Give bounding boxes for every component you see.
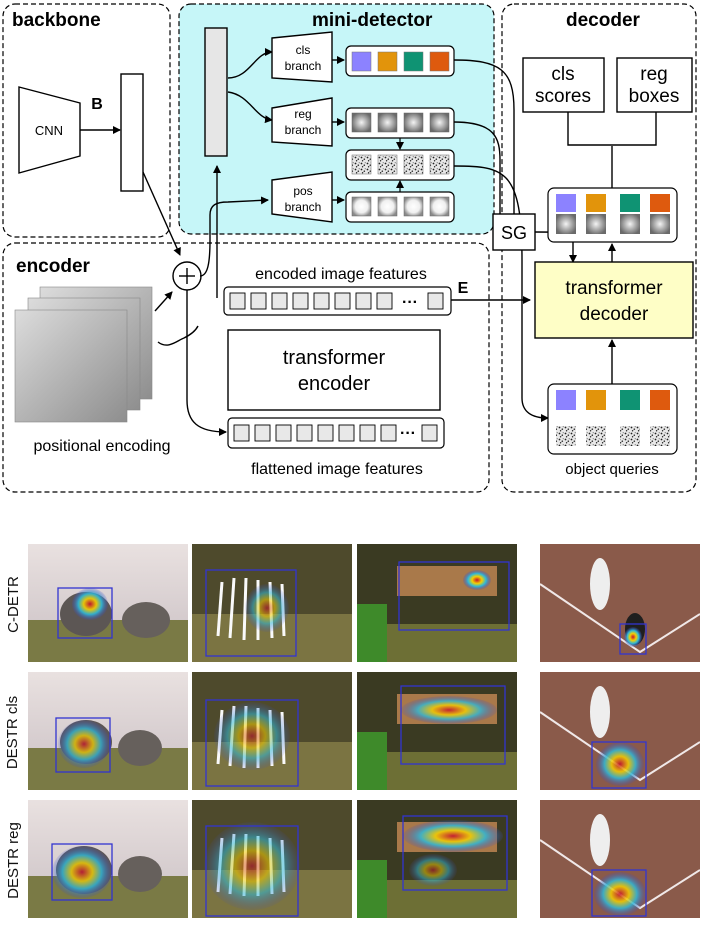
cls-token-4: [429, 51, 450, 72]
cls-output-box: [345, 45, 455, 77]
cls-token-3: [403, 51, 424, 72]
pos-output-box: [345, 191, 455, 223]
encoder-section: [2, 242, 490, 493]
object-queries-label: object queries: [565, 461, 658, 478]
cnn-label: CNN: [35, 123, 63, 138]
encoded-tokens: [229, 292, 444, 310]
backbone-title: backbone: [12, 10, 101, 31]
transformer-encoder-box: [227, 329, 441, 411]
decoder-output-box: [547, 187, 678, 243]
encoded-features-label: encoded image features: [255, 266, 427, 283]
decoder-title: decoder: [566, 10, 641, 31]
photo-destrreg-giraffe: [357, 800, 517, 918]
encoder-title: encoder: [16, 256, 91, 277]
photo-destrcls-zebra: [192, 672, 352, 790]
row-label-destr-cls: DESTR cls: [4, 695, 22, 769]
flattened-features-label: flattened image features: [251, 461, 423, 478]
backbone-features: [120, 73, 144, 192]
cls-scores-box: [522, 57, 605, 113]
encoded-ellipsis: ···: [402, 294, 418, 311]
photo-cdetr-baseball: [540, 544, 700, 662]
cnn-block: [18, 86, 81, 174]
e-label: E: [458, 280, 469, 297]
photo-cdetr-zebra: [192, 544, 352, 662]
positional-encoding-image: [14, 309, 128, 423]
row-label-cdetr: C-DETR: [4, 575, 22, 633]
mini-detector-title: mini-detector: [312, 10, 433, 31]
photo-destrcls-elephant: [28, 672, 188, 790]
b-label: B: [91, 96, 103, 113]
cls-token-1: [351, 51, 372, 72]
backbone-section: [2, 3, 171, 238]
architecture-diagram: backbone mini-detector decoder encoder C…: [2, 3, 697, 493]
photo-cdetr-giraffe: [357, 544, 517, 662]
transformer-decoder-box: [534, 261, 694, 339]
photo-destrcls-giraffe: [357, 672, 517, 790]
flattened-tokens: [233, 424, 438, 442]
flattened-ellipsis: ···: [400, 425, 416, 442]
object-queries-box: [547, 383, 678, 455]
sg-label: SG: [501, 223, 527, 243]
photo-cdetr-elephant: [28, 544, 188, 662]
md-feature-bar: [204, 27, 228, 157]
cls-branch: [271, 31, 333, 83]
photo-destrreg-baseball: [540, 800, 700, 918]
row-label-destr-reg: DESTR reg: [4, 821, 22, 899]
photo-destrreg-elephant: [28, 800, 188, 918]
cls-token-2: [377, 51, 398, 72]
pos-branch: [271, 171, 333, 223]
photo-destrreg-zebra: [192, 800, 352, 918]
reg-branch: [271, 97, 333, 147]
positional-encoding-label: positional encoding: [34, 438, 171, 455]
photo-destrcls-baseball: [540, 672, 700, 790]
reg-boxes-box: [616, 57, 693, 113]
